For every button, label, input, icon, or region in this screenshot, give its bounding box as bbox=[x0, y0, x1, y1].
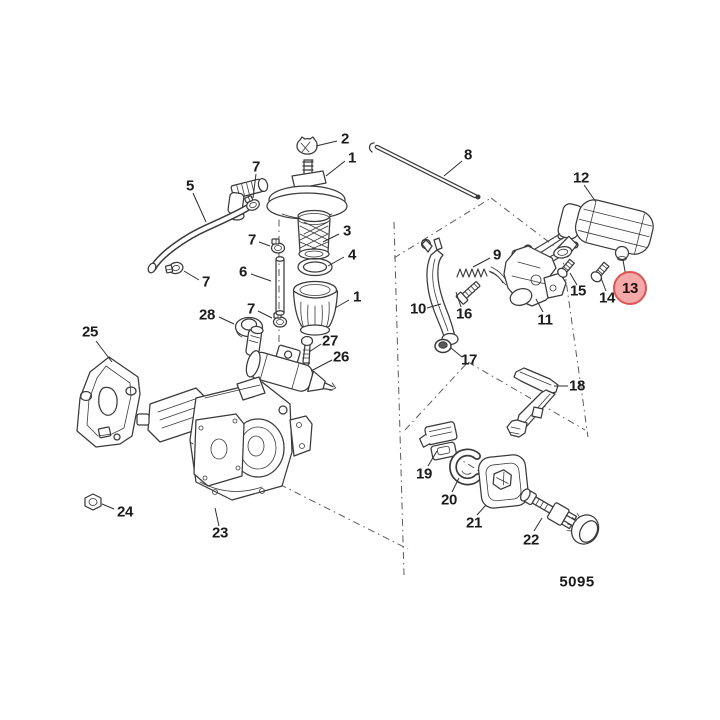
callout-18[interactable]: 18 bbox=[568, 377, 586, 395]
callout-21[interactable]: 21 bbox=[465, 514, 483, 532]
callout-6[interactable]: 6 bbox=[238, 263, 248, 281]
callout-23[interactable]: 23 bbox=[211, 524, 229, 542]
callout-17[interactable]: 17 bbox=[460, 351, 478, 369]
part-12-pump-module bbox=[553, 199, 654, 259]
part-18-bracket-arm bbox=[506, 367, 559, 438]
part-19-clip bbox=[418, 421, 458, 461]
callout-4[interactable]: 4 bbox=[347, 246, 357, 264]
part-7-clamp-a bbox=[244, 195, 260, 211]
callout-1[interactable]: 1 bbox=[352, 288, 362, 306]
part-7-clamp-b bbox=[270, 238, 286, 254]
part-16-bolt bbox=[455, 281, 481, 305]
callout-26[interactable]: 26 bbox=[332, 348, 350, 366]
callout-7[interactable]: 7 bbox=[246, 300, 256, 318]
callout-10[interactable]: 10 bbox=[409, 300, 427, 318]
callout-5[interactable]: 5 bbox=[185, 177, 195, 195]
part-22-shaft-assembly bbox=[519, 488, 600, 545]
part-13-ball-plug bbox=[614, 245, 630, 261]
part-26-valve-assembly bbox=[245, 325, 337, 393]
callout-3[interactable]: 3 bbox=[342, 222, 352, 240]
callout-9[interactable]: 9 bbox=[492, 246, 502, 264]
part-1-filter-bowl bbox=[292, 280, 339, 336]
leader-lines bbox=[95, 140, 627, 532]
callout-14[interactable]: 14 bbox=[598, 289, 616, 307]
callout-1[interactable]: 1 bbox=[347, 149, 357, 167]
callout-7[interactable]: 7 bbox=[201, 273, 211, 291]
callout-7[interactable]: 7 bbox=[247, 231, 257, 249]
callout-20[interactable]: 20 bbox=[440, 491, 458, 509]
part-5-fuel-hose bbox=[147, 204, 251, 274]
part-2-wing-nut bbox=[296, 136, 318, 155]
callout-2[interactable]: 2 bbox=[340, 130, 350, 148]
callout-24[interactable]: 24 bbox=[116, 503, 134, 521]
part-20-c-ring bbox=[449, 448, 482, 486]
part-15-plug-screw bbox=[557, 258, 575, 278]
callout-19[interactable]: 19 bbox=[415, 465, 433, 483]
callout-12[interactable]: 12 bbox=[572, 169, 590, 187]
part-1-filter-cover bbox=[227, 159, 348, 221]
part-17-grommet bbox=[434, 338, 452, 354]
callout-15[interactable]: 15 bbox=[569, 282, 587, 300]
callout-16[interactable]: 16 bbox=[455, 305, 473, 323]
part-14-plug-screw bbox=[590, 261, 610, 283]
callout-27[interactable]: 27 bbox=[321, 332, 339, 350]
callout-22[interactable]: 22 bbox=[522, 531, 540, 549]
part-25-gasket bbox=[76, 356, 141, 448]
part-4-o-ring bbox=[297, 257, 333, 277]
part-3-filter-element bbox=[297, 209, 331, 260]
part-10-lever-arm bbox=[420, 237, 459, 348]
part-21-mount-pad bbox=[477, 454, 529, 509]
part-23-carburetor-body bbox=[136, 376, 313, 501]
callout-25[interactable]: 25 bbox=[81, 323, 99, 341]
part-8-link-rod bbox=[368, 142, 481, 200]
callout-11[interactable]: 11 bbox=[537, 311, 553, 329]
part-6-fuel-tube bbox=[275, 256, 285, 316]
part-7-clamp-c bbox=[164, 261, 184, 275]
callout-13-highlighted-marker[interactable]: 13 bbox=[613, 271, 647, 305]
callout-8[interactable]: 8 bbox=[463, 146, 473, 164]
figure-number: 5095 bbox=[559, 573, 595, 591]
callout-28[interactable]: 28 bbox=[198, 306, 216, 324]
part-24-nut bbox=[84, 493, 102, 511]
callout-7[interactable]: 7 bbox=[251, 158, 261, 176]
